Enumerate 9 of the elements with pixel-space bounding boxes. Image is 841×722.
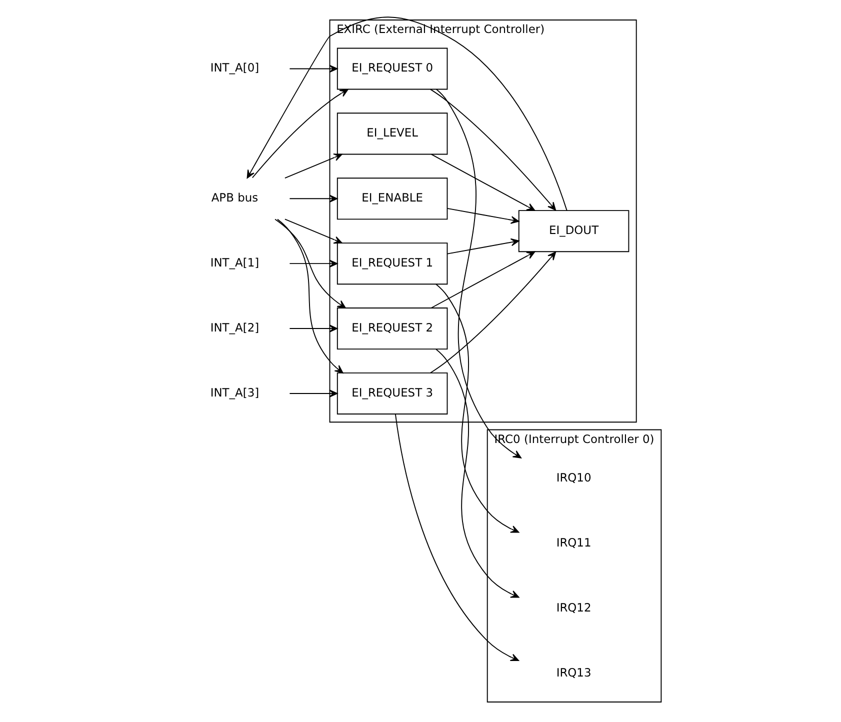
node-text: INT_A[1] (210, 256, 260, 270)
node-text: INT_A[2] (210, 320, 260, 334)
node-text: IRQ11 (556, 535, 592, 550)
node-text: INT_A[3] (210, 385, 260, 400)
node-text: INT_A[0] (210, 60, 260, 75)
node-text: IRQ13 (556, 665, 592, 680)
node-text: IRQ12 (556, 600, 592, 614)
node-text: IRQ10 (556, 470, 592, 484)
node-text: APB bus (211, 190, 258, 205)
